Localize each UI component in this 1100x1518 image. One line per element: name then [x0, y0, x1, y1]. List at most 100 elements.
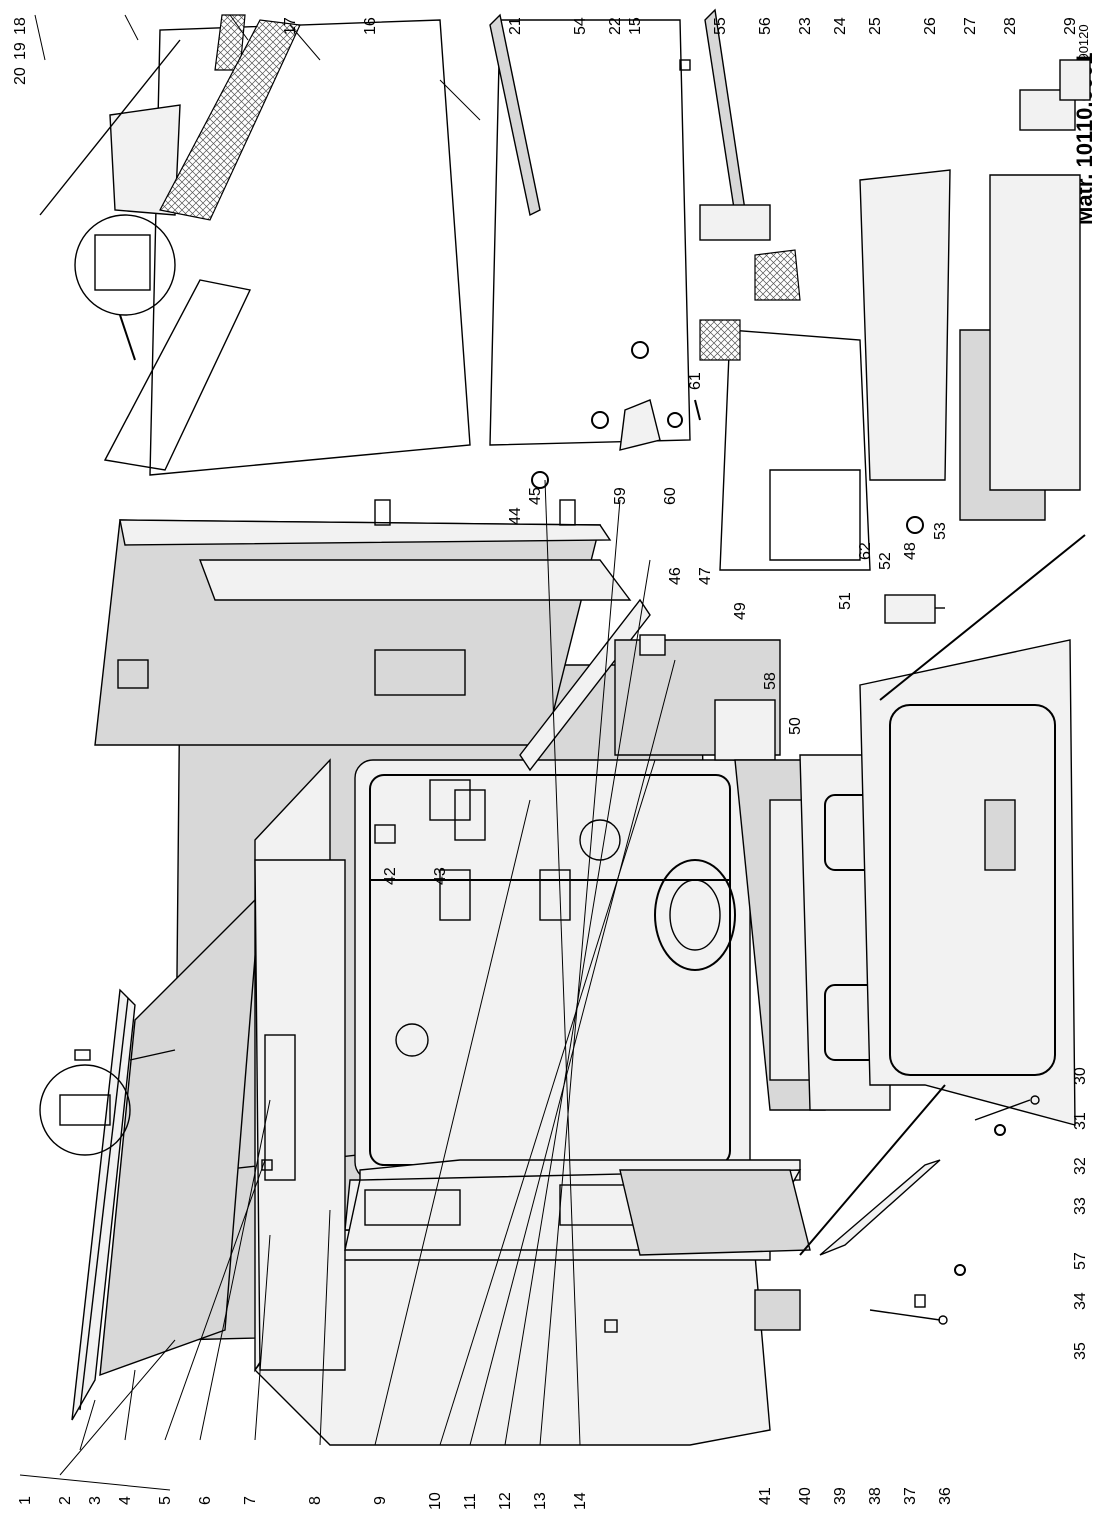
part-43 [429, 779, 471, 821]
callout-7: 7 [242, 1496, 259, 1505]
callout-50: 50 [787, 717, 804, 735]
side-panel-35 [619, 1169, 811, 1256]
washer-60 [667, 412, 683, 428]
part-58 [714, 699, 776, 761]
callout-27: 27 [962, 17, 979, 35]
callout-29: 29 [1062, 17, 1079, 35]
callout-25: 25 [867, 17, 884, 35]
filter-20 [214, 14, 246, 71]
upper-basket-21 [149, 19, 471, 476]
part-44 [374, 499, 576, 526]
callout-28: 28 [1002, 17, 1019, 35]
callout-62: 62 [857, 542, 874, 560]
callout-45: 45 [527, 487, 544, 505]
inner-tub-shell [254, 758, 771, 1446]
lower-basket-22 [489, 19, 691, 446]
rod-53 [879, 534, 1086, 701]
callout-3: 3 [87, 1496, 104, 1505]
callout-6: 6 [197, 1496, 214, 1505]
callout-18: 18 [12, 17, 29, 35]
callout-52: 52 [877, 552, 894, 570]
callout-56: 56 [757, 17, 774, 35]
callout-40: 40 [797, 1487, 814, 1505]
callout-14: 14 [572, 1492, 589, 1510]
callout-47: 47 [697, 567, 714, 585]
rod-19 [39, 39, 181, 216]
bracket-40 [754, 1289, 801, 1331]
cover-28 [989, 174, 1081, 491]
callout-43: 43 [432, 867, 449, 885]
callout-37: 37 [902, 1487, 919, 1505]
callout-35: 35 [1072, 1342, 1089, 1360]
rail-56 [704, 8, 746, 217]
callout-2: 2 [57, 1496, 74, 1505]
callout-17: 17 [282, 17, 299, 35]
callout-54: 54 [572, 17, 589, 35]
callout-23: 23 [797, 17, 814, 35]
rail-54 [489, 13, 541, 217]
clip-55 [679, 59, 691, 71]
callout-48: 48 [902, 542, 919, 560]
leader-lines [19, 14, 676, 1491]
callout-38: 38 [867, 1487, 884, 1505]
callout-58: 58 [762, 672, 779, 690]
callouts-upper-left: 15 16 17 18 19 20 [12, 17, 644, 85]
callouts-top-row: 41 40 39 38 37 36 35 34 57 33 32 31 30 5… [507, 17, 1089, 1505]
pin-61 [694, 399, 701, 421]
clip-37 [914, 1294, 926, 1308]
spring-8 [74, 1049, 176, 1061]
callout-30: 30 [1072, 1067, 1089, 1085]
callout-8: 8 [307, 1496, 324, 1505]
spray-arm-16 [119, 314, 136, 361]
hinge-52 [884, 594, 945, 624]
callout-4: 4 [117, 1496, 134, 1505]
callout-34: 34 [1072, 1292, 1089, 1310]
callout-13: 13 [532, 1492, 549, 1510]
callout-46: 46 [667, 567, 684, 585]
callout-33: 33 [1072, 1197, 1089, 1215]
part-59 [619, 399, 661, 451]
part-42 [374, 824, 396, 844]
filter-mesh-21 [159, 19, 301, 221]
screw-31 [994, 1124, 1006, 1136]
rail-6 [264, 1034, 296, 1181]
callouts-middle: 42 43 [382, 867, 449, 885]
spring-38 [869, 1309, 948, 1325]
callout-12: 12 [497, 1492, 514, 1510]
rail-39 [819, 1159, 941, 1256]
callout-61: 61 [687, 372, 704, 390]
callout-36: 36 [937, 1487, 954, 1505]
detail-circle-7 [39, 1064, 131, 1156]
screw-36 [954, 1264, 966, 1276]
callout-19: 19 [12, 42, 29, 60]
callout-20: 20 [12, 67, 29, 85]
callout-1: 1 [17, 1496, 34, 1505]
callout-57: 57 [1072, 1252, 1089, 1270]
callout-41: 41 [757, 1487, 774, 1505]
callout-32: 32 [1072, 1157, 1089, 1175]
part-29 [1019, 59, 1091, 131]
callout-10: 10 [427, 1492, 444, 1510]
rod-57 [799, 1084, 946, 1256]
rollers-45 [531, 341, 649, 489]
callout-22: 22 [607, 17, 624, 35]
tub-details [370, 789, 736, 1057]
side-panel-10 [94, 519, 612, 746]
callout-24: 24 [832, 17, 849, 35]
callout-49: 49 [732, 602, 749, 620]
trim-11 [117, 659, 149, 689]
callout-53: 53 [932, 522, 949, 540]
spring-30 [974, 1095, 1040, 1121]
basket-62 [769, 469, 861, 561]
callout-9: 9 [372, 1496, 389, 1505]
rail-end-23 [699, 204, 771, 241]
callout-5: 5 [157, 1496, 174, 1505]
detail-circle-17 [74, 214, 176, 316]
callout-31: 31 [1072, 1112, 1089, 1130]
cutlery-tray-15 [103, 279, 252, 471]
callout-42: 42 [382, 867, 399, 885]
callout-44: 44 [507, 507, 524, 525]
callout-51: 51 [837, 592, 854, 610]
callout-15: 15 [627, 17, 644, 35]
